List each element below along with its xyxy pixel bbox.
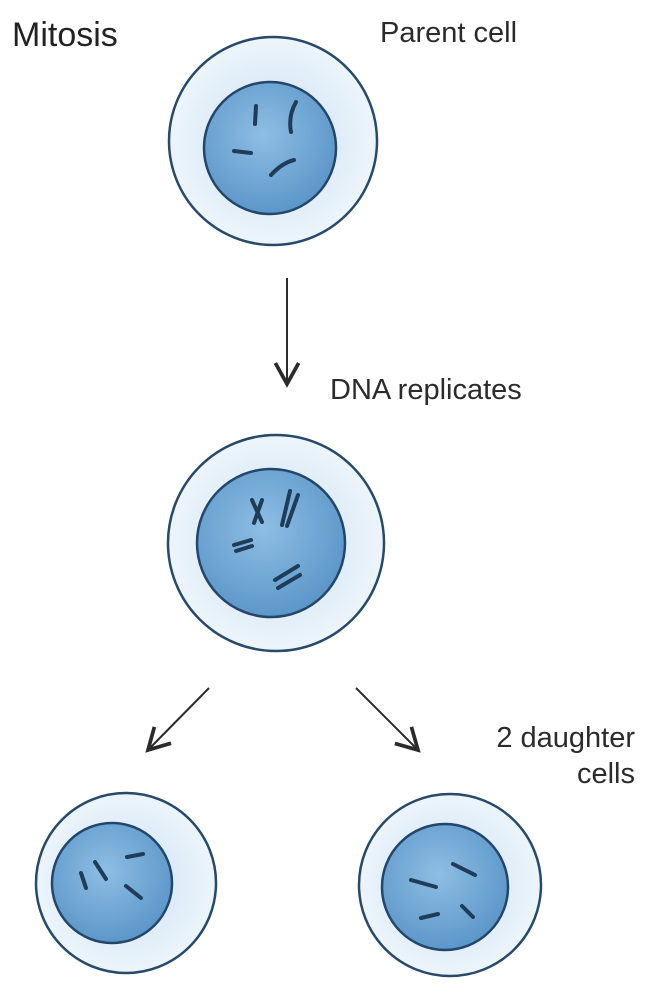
parent-cell [169, 37, 377, 245]
diagram-title: Mitosis [12, 18, 118, 52]
daughter-right-nucleus [382, 824, 508, 950]
parent-cell-nucleus [204, 82, 336, 214]
dna-replicates-label: DNA replicates [330, 376, 522, 405]
daughter-left-nucleus [52, 823, 172, 943]
arrow-left-down [148, 688, 209, 750]
arrow-right-down [356, 688, 418, 750]
replicated-cell [168, 435, 384, 651]
daughter-cell-right [359, 794, 541, 976]
parent-cell-label: Parent cell [380, 19, 517, 48]
daughter-cells-label-line2: cells [455, 756, 635, 792]
daughter-cells-label: 2 daughter cells [455, 720, 635, 792]
replicated-cell-nucleus [197, 469, 345, 617]
daughter-cells-label-line1: 2 daughter [455, 720, 635, 756]
daughter-cell-left [36, 793, 216, 973]
